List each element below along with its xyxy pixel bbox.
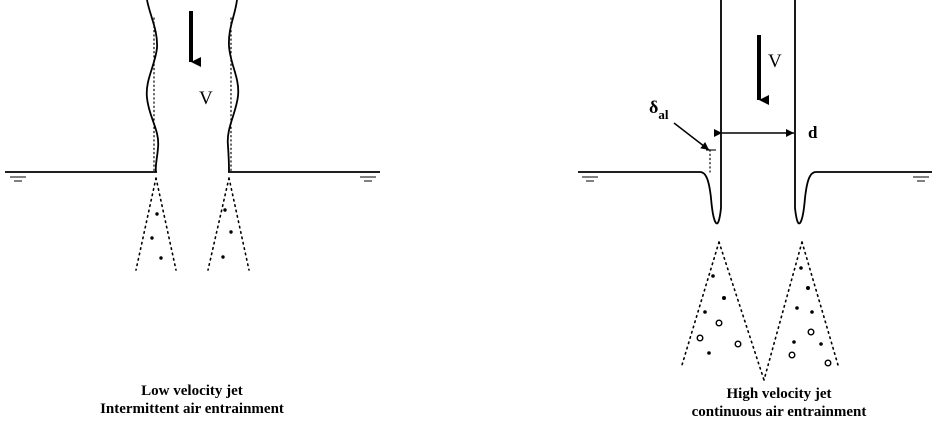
air-bubble [788,351,796,359]
free-surface-right-right [794,0,932,225]
air-bubble [155,212,159,216]
air-bubble [819,342,823,346]
air-bubble [707,351,711,355]
air-bubble [806,286,810,290]
air-bubble [792,340,796,344]
air-bubble [799,266,803,270]
low-velocity-jet-panel: V Low velocity jet Intermittent air entr… [5,0,380,417]
air-bubble [150,236,154,240]
caption-right-subtitle: continuous air entrainment [692,404,867,420]
high-velocity-jet-panel: V d δal High velocity jet continuous a [578,0,932,420]
air-layer-leader-arrow [673,122,710,151]
air-bubble [734,340,742,348]
air-bubble [795,306,799,310]
water-level-symbol-right-a [582,176,598,182]
air-layer-label: δal [649,97,669,122]
entrainment-cone-left [681,241,765,381]
air-bubble [221,255,225,259]
air-bubble [715,319,723,327]
caption-left-subtitle: Intermittent air entrainment [100,401,284,417]
air-bubble [696,334,704,342]
air-bubble [807,328,815,336]
air-bubble [229,230,233,234]
caption-left-title: Low velocity jet [141,383,243,399]
free-surface-right-left [578,0,722,225]
jet-boundary-right [226,0,240,173]
air-bubble [824,359,832,367]
entrainment-cone-right [763,241,839,381]
air-bubble [711,274,715,278]
jet-boundary-left [145,0,160,173]
air-layer-subscript: al [658,107,669,122]
air-layer-symbol: δ [649,97,658,117]
velocity-label-left: V [199,88,213,109]
water-level-symbol-right-b [913,176,929,182]
velocity-label-right: V [768,51,782,72]
air-bubble [810,310,814,314]
air-bubble [159,256,163,260]
air-bubble [722,296,726,300]
water-level-symbol-left [10,176,26,182]
entrainment-cone-right [207,177,250,271]
air-bubble [223,208,227,212]
air-bubble [703,310,707,314]
water-level-symbol-right [360,176,376,182]
diameter-label: d [808,123,818,142]
entrainment-cone-left [135,177,177,271]
caption-right-title: High velocity jet [727,386,832,402]
